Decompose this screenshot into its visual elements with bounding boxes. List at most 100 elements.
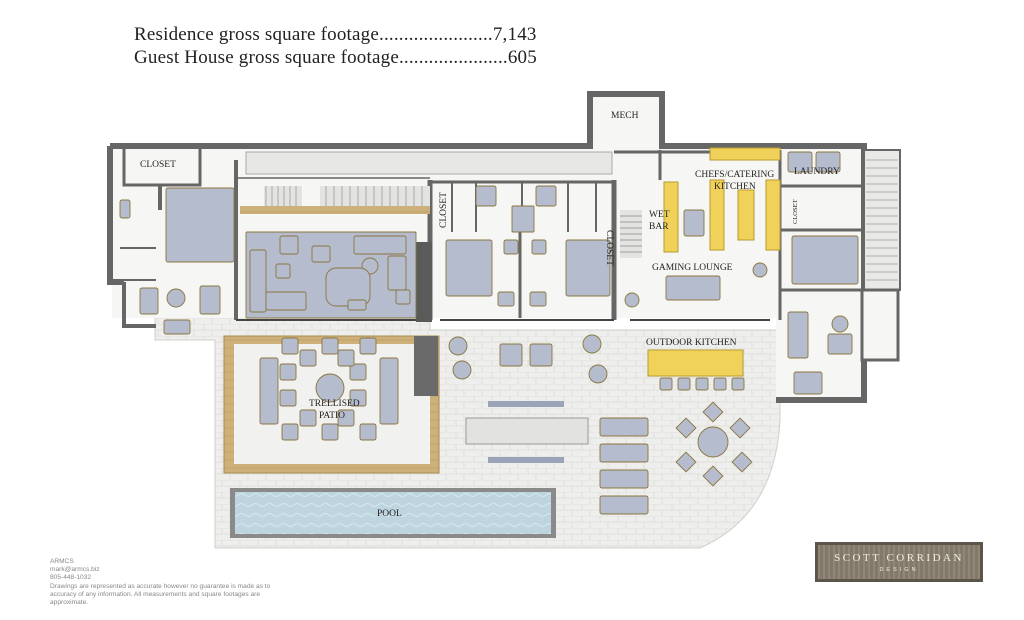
guest-house-sqft: Guest House gross square footage........… [134,47,537,68]
bar-stool [695,377,709,391]
dining-chair [731,451,753,473]
patio-stool [281,337,299,355]
planter-seat [529,343,553,367]
sofa [265,291,307,311]
stool [752,262,768,278]
ottoman [275,263,291,279]
credits-disclaimer: Drawings are represented as accurate how… [50,582,271,607]
label-gaming-lounge: GAMING LOUNGE [652,263,733,273]
bed [565,239,611,297]
label-wet-bar-2: BAR [649,222,669,232]
patio-chair [337,409,355,427]
label-closet-left: CLOSET [140,160,176,170]
patio-chair [349,363,367,381]
residence-sqft: Residence gross square footage..........… [134,24,537,45]
stool [624,292,640,308]
bench [163,319,191,335]
side-table [831,315,849,333]
bed [791,235,859,285]
sofa [787,311,809,359]
label-wet-bar-1: WET [649,210,670,220]
label-closet-right: CLOSET [792,199,799,224]
sofa [353,235,407,255]
label-chefs-kitchen-1: CHEFS/CATERING [695,170,774,180]
logo-sub: DESIGN [879,567,919,573]
label-closet-center-right: CLOSET [604,230,614,266]
pool [230,488,556,538]
patio-stool [359,337,377,355]
hall-console [245,151,613,175]
dining-chair [702,401,724,423]
game-table [665,275,721,301]
label-chefs-kitchen-2: KITCHEN [714,182,756,192]
piano-bench [347,299,367,311]
credits-company: ARMCS [50,558,74,565]
toilet [535,185,557,207]
chaise-lounge [599,443,649,463]
patio-stool [281,423,299,441]
label-closet-center-left: CLOSET [439,192,449,228]
armchair [279,235,299,255]
lounge-chair [448,336,468,356]
patio-chair [279,363,297,381]
dining-chair [675,451,697,473]
kitchen-counters [465,147,781,463]
chaise-lounge [599,417,649,437]
nightstand [503,239,519,255]
credits-phone: 805-448-1032 [50,574,92,582]
chair [199,285,221,315]
lounge-chair [582,334,602,354]
sofa [249,249,267,313]
patio-chair [337,349,355,367]
patio-stool [321,337,339,355]
bed [165,187,235,263]
label-outdoor-kitchen: OUTDOOR KITCHEN [646,338,737,348]
patio-round-table [315,373,345,403]
chair [497,291,515,307]
desk [827,333,853,355]
side-table [166,288,186,308]
label-mech: MECH [611,111,639,121]
patio-chair [279,389,297,407]
nightstand [531,239,547,255]
chaise-lounge [599,495,649,515]
dining-chair [729,417,751,439]
lounge-chair [452,360,472,380]
patio-stool [321,423,339,441]
washer [787,151,813,173]
credits-email: mark@armcs.biz [50,566,100,574]
toilet [475,185,497,207]
patio-chair [349,389,367,407]
label-patio-1: TRELLISED [309,399,360,409]
stairs [240,186,642,258]
ottoman [395,289,411,305]
patio-stool [359,423,377,441]
lounge-sofa [259,357,279,425]
lounge-chair [588,364,608,384]
planter-seat [499,343,523,367]
patio-chair [299,349,317,367]
round-dining-table [697,426,729,458]
furniture [119,151,859,515]
bar-stool [713,377,727,391]
room-labels: MECH CLOSET CLOSET CLOSET CLOSET CHEFS/C… [140,111,840,519]
vanity [119,199,131,219]
bar-stool [677,377,691,391]
shower [511,205,535,233]
label-patio-2: PATIO [319,411,345,421]
credits: ARMCS mark@armcs.biz 805-448-1032 Drawin… [50,558,290,607]
bar-stool [659,377,673,391]
dining-chair [702,465,724,487]
dryer [815,151,841,173]
label-pool: POOL [377,509,402,519]
bed [445,239,493,297]
chair [139,287,159,315]
chaise-lounge [599,469,649,489]
dining-chair [675,417,697,439]
logo-name: SCOTT CORRIDAN [834,552,964,564]
chair [529,291,547,307]
sofa [387,255,407,291]
lounge-sofa [379,357,399,425]
label-laundry: LAUNDRY [794,167,840,177]
